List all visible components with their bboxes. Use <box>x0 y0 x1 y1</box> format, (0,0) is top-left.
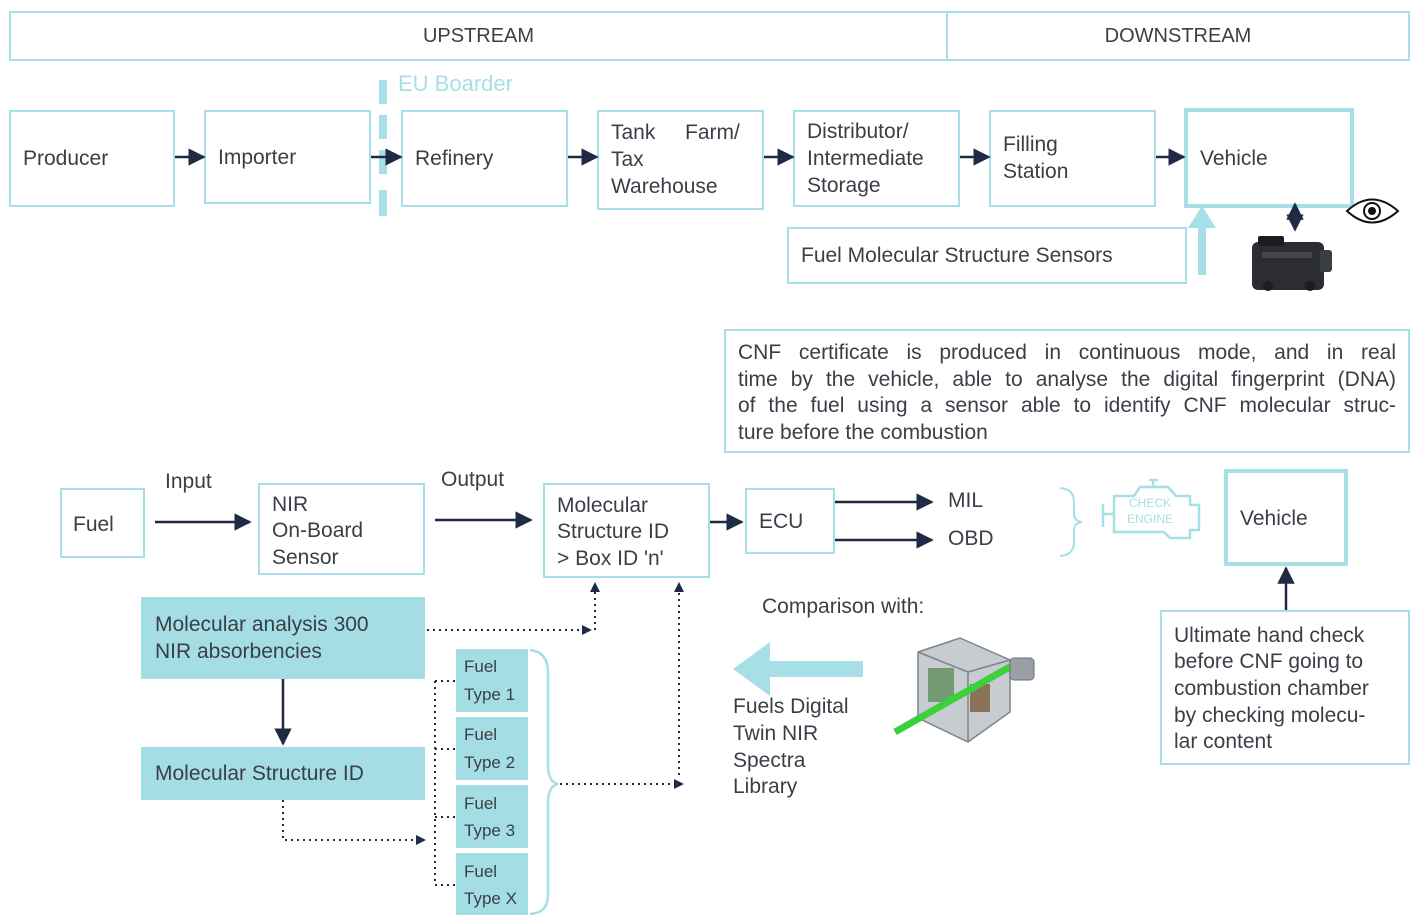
tank-farm-box <box>597 110 764 210</box>
hand-check-box <box>1160 610 1410 765</box>
obd-label: OBD <box>948 527 994 550</box>
eye-icon <box>1345 198 1400 224</box>
fuel-type-3-line-1: Fuel <box>464 794 498 813</box>
nir-sensor-line-3: Sensor <box>272 546 339 569</box>
sensors-label: Fuel Molecular Structure Sensors <box>801 244 1113 267</box>
filling-station-line-1: Filling <box>1003 133 1058 156</box>
cnf-text-line-2: time by the vehicle, able to analyse the… <box>738 368 1396 391</box>
analysis-line-2: NIR absorbencies <box>155 640 322 663</box>
digital-twin-line-1: Fuels Digital <box>733 695 849 718</box>
downstream-label: DOWNSTREAM <box>1104 25 1252 47</box>
distributor-line-2: Intermediate <box>807 147 924 170</box>
tank-farm-line-2: Tax <box>611 148 644 171</box>
molecular-id-line-3: > Box ID 'n' <box>557 547 664 570</box>
fuel-label: Fuel <box>73 513 114 536</box>
molecular-analysis-box <box>141 597 425 679</box>
sensor-up-arrow <box>1188 206 1216 275</box>
importer-label: Importer <box>218 146 297 169</box>
analysis-line-1: Molecular analysis 300 <box>155 613 369 636</box>
fuel-box <box>60 488 145 558</box>
ecu-label: ECU <box>759 510 804 533</box>
hand-check-line-4: by checking molecu- <box>1174 704 1366 727</box>
producer-box <box>9 110 175 207</box>
tank-farm-word-farm: Farm/ <box>685 121 740 144</box>
vehicle-label-top: Vehicle <box>1200 147 1268 170</box>
molecular-id-box <box>543 483 710 578</box>
hand-check-line-3: combustion chamber <box>1174 677 1369 700</box>
fuel-type-x-box <box>456 853 528 915</box>
upstream-label: UPSTREAM <box>422 25 535 47</box>
fuel-type-1-line-2: Type 1 <box>464 685 516 704</box>
distributor-line-3: Storage <box>807 174 881 197</box>
vehicle-box-bottom <box>1224 469 1348 566</box>
sensors-box <box>787 227 1187 284</box>
mil-label: MIL <box>948 489 984 512</box>
input-label: Input <box>165 470 212 493</box>
spectrometer-device-icon <box>893 637 1035 743</box>
fuel-type-1-box <box>456 649 528 712</box>
cnf-text-line-3: of the fuel using a sensor able to ident… <box>738 394 1396 417</box>
hand-check-line-2: before CNF going to <box>1174 650 1364 673</box>
cnf-certificate-box <box>724 329 1410 453</box>
producer-label: Producer <box>23 147 109 170</box>
cnf-text-line-1: CNF certificate is produced in continuou… <box>738 341 1396 364</box>
fuel-types-brace <box>529 648 559 915</box>
filling-station-box <box>989 110 1156 207</box>
vehicle-box-top <box>1184 108 1354 208</box>
comparison-left-arrow <box>733 642 863 696</box>
dotted-structure-to-types <box>282 800 415 841</box>
check-engine-text-1: CHECK <box>1129 496 1171 510</box>
tank-farm-word-tank: Tank <box>611 121 656 144</box>
mil-obd-brace <box>1059 487 1083 557</box>
fuel-type-x-line-2: Type X <box>464 889 517 908</box>
fuel-type-1-line-1: Fuel <box>464 657 498 676</box>
fuel-type-3-line-2: Type 3 <box>464 821 516 840</box>
fuel-type-2-box <box>456 717 528 780</box>
output-label: Output <box>441 468 505 491</box>
molecular-structure-id-label: Molecular Structure ID <box>155 762 364 785</box>
fuel-type-3-box <box>456 785 528 848</box>
refinery-label: Refinery <box>415 147 494 170</box>
ecu-box <box>745 488 835 554</box>
distributor-line-1: Distributor/ <box>807 120 909 143</box>
nir-sensor-line-2: On-Board <box>272 519 364 542</box>
fuel-type-2-line-2: Type 2 <box>464 753 516 772</box>
sensor-device-icon <box>1252 236 1332 291</box>
nir-sensor-box <box>258 483 425 575</box>
check-engine-icon <box>1101 478 1201 540</box>
comparison-label: Comparison with: <box>762 595 925 618</box>
filling-station-line-2: Station <box>1003 160 1069 183</box>
digital-twin-line-3: Spectra <box>733 749 806 772</box>
molecular-structure-id-box <box>141 747 425 800</box>
digital-twin-line-4: Library <box>733 775 798 798</box>
importer-box <box>204 110 371 204</box>
digital-twin-line-2: Twin NIR <box>733 722 819 745</box>
hand-check-line-5: lar content <box>1174 730 1273 753</box>
cnf-text-line-4: ture before the combustion <box>738 421 988 444</box>
check-engine-text-2: ENGINE <box>1127 512 1173 526</box>
fuel-type-2-line-1: Fuel <box>464 725 498 744</box>
downstream-header <box>946 11 1410 61</box>
molecular-id-line-2: Structure ID <box>557 520 670 543</box>
tank-farm-line-3: Warehouse <box>611 175 718 198</box>
hand-check-line-1: Ultimate hand check <box>1174 624 1365 647</box>
nir-sensor-line-1: NIR <box>272 493 309 516</box>
upstream-header <box>9 11 948 61</box>
molecular-id-line-1: Molecular <box>557 494 649 517</box>
eu-border-line <box>379 80 387 216</box>
fuel-type-x-line-1: Fuel <box>464 862 498 881</box>
vehicle-label-bottom: Vehicle <box>1240 507 1308 530</box>
eu-border-label: EU Boarder <box>398 71 513 96</box>
